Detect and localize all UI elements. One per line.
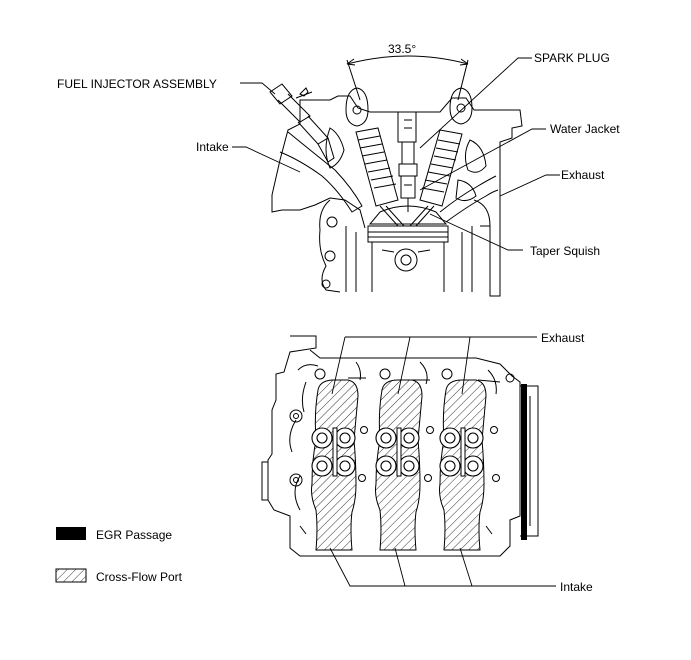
- intake-cam: [345, 87, 369, 127]
- exhaust-port: [439, 175, 497, 213]
- valve-angle-label: 33.5°: [388, 42, 417, 56]
- piston: [345, 225, 473, 292]
- valve-seats: [311, 427, 484, 477]
- legend-egr-swatch: [56, 527, 86, 540]
- top-leader-lines: [232, 57, 560, 251]
- leader-spark-plug: [419, 57, 532, 149]
- taper-squish-label: Taper Squish: [530, 244, 601, 258]
- egr-passage-bar: [521, 384, 527, 540]
- leader-water-jacket: [419, 128, 546, 191]
- leader-exhaust-bottom: [331, 336, 537, 395]
- fuel-injector-body: [269, 83, 335, 163]
- legend-crossflow-swatch: [55, 568, 87, 583]
- water-jacket: [325, 127, 345, 169]
- spark-plug-label: SPARK PLUG: [534, 51, 610, 65]
- intake-bottom-label: Intake: [560, 580, 593, 594]
- head-outline: [299, 95, 523, 297]
- valve-angle-dimension: [346, 55, 469, 101]
- legend-egr-label: EGR Passage: [96, 528, 173, 542]
- intake-port: [279, 131, 363, 213]
- exhaust-valve-spring: [419, 129, 463, 207]
- intake-valve-spring: [355, 127, 399, 207]
- combustion-chamber: [368, 205, 448, 225]
- bottom-leader-lines: [329, 336, 556, 587]
- head-plan-outline: [267, 335, 521, 557]
- leader-taper-squish: [429, 213, 523, 251]
- cylinder-head-cross-section: [269, 55, 523, 297]
- exhaust-top-label: Exhaust: [561, 168, 605, 182]
- leader-intake-bottom: [329, 547, 556, 587]
- leader-exhaust-top: [499, 174, 560, 197]
- cylinder-head-plan-view: [261, 335, 539, 557]
- spark-plug-body: [397, 111, 418, 212]
- leader-intake-top: [232, 146, 301, 173]
- leader-fuel-injector: [240, 82, 276, 95]
- fuel-injector-label: FUEL INJECTOR ASSEMBLY: [57, 77, 217, 91]
- water-jacket-label: Water Jacket: [550, 122, 620, 136]
- intake-top-label: Intake: [196, 140, 229, 154]
- exhaust-cam: [449, 87, 473, 125]
- legend-crossflow-label: Cross-Flow Port: [96, 570, 183, 584]
- exhaust-bottom-label: Exhaust: [541, 331, 585, 345]
- spark-plug-holes: [332, 427, 466, 477]
